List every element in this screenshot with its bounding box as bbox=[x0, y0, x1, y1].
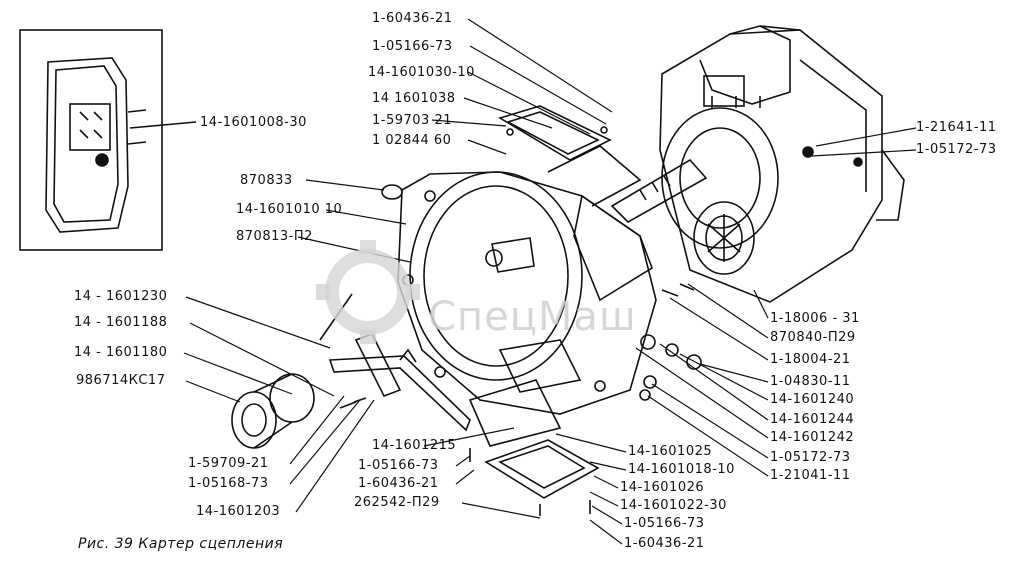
release-fork-drawing bbox=[328, 332, 471, 432]
label-14-1601038: 14 1601038 bbox=[372, 91, 456, 106]
label-986714ks17: 986714КС17 bbox=[76, 373, 166, 388]
label-14-1601008-30: 14-1601008-30 bbox=[200, 115, 307, 130]
label-1-04830-11: 1-04830-11 bbox=[770, 374, 851, 389]
label-14-1601244: 14-1601244 bbox=[770, 412, 855, 427]
inset-housing-drawing bbox=[45, 57, 147, 233]
label-14-1601025: 14-1601025 bbox=[628, 444, 713, 459]
leader-inset bbox=[129, 121, 197, 129]
label-1-59703-21: 1-59703 21 bbox=[372, 113, 452, 128]
label-1-18006-31: 1-18006 - 31 bbox=[770, 311, 860, 326]
label-14-1601230: 14 - 1601230 bbox=[74, 289, 168, 304]
label-1-59709-21: 1-59709-21 bbox=[188, 456, 269, 471]
label-14-1601240: 14-1601240 bbox=[770, 392, 855, 407]
label-1-05172-73-top: 1-05172-73 bbox=[916, 142, 997, 157]
release-bearing-drawing bbox=[231, 373, 315, 449]
inset-frame bbox=[19, 29, 163, 251]
label-14-1601203: 14-1601203 bbox=[196, 504, 281, 519]
label-1-60436-21: 1-60436-21 bbox=[372, 11, 453, 26]
label-14-1601180: 14 - 1601180 bbox=[74, 345, 168, 360]
label-870813-p2: 870813-П2 bbox=[236, 229, 313, 244]
label-14-1601030-10: 14-1601030-10 bbox=[368, 65, 475, 80]
label-14-1601018-10: 14-1601018-10 bbox=[628, 462, 735, 477]
gearbox-drawing bbox=[659, 25, 905, 303]
label-262542-p29: 262542-П29 bbox=[354, 495, 440, 510]
label-1-05166-73: 1-05166-73 bbox=[372, 39, 453, 54]
label-14-1601026: 14-1601026 bbox=[620, 480, 705, 495]
label-1-02844-60: 1 02844 60 bbox=[372, 133, 452, 148]
watermark-gear-icon bbox=[325, 249, 411, 335]
label-1-60436-21-mid: 1-60436-21 bbox=[358, 476, 439, 491]
label-1-05172-73-bottom: 1-05172-73 bbox=[770, 450, 851, 465]
label-1-05168-73: 1-05168-73 bbox=[188, 476, 269, 491]
label-1-05166-73-bottom: 1-05166-73 bbox=[624, 516, 705, 531]
watermark-text: СпецМаш bbox=[428, 294, 637, 340]
figure-caption: Рис. 39 Картер сцепления bbox=[78, 536, 284, 552]
label-1-05166-73-mid: 1-05166-73 bbox=[358, 458, 439, 473]
clutch-housing-drawing bbox=[397, 145, 657, 415]
label-14-1601188: 14 - 1601188 bbox=[74, 315, 168, 330]
leader-lines bbox=[183, 18, 917, 545]
seal-ring bbox=[381, 184, 403, 200]
label-1-21041-11: 1-21041-11 bbox=[770, 468, 851, 483]
input-shaft-drawing bbox=[610, 158, 708, 223]
top-cover-drawing bbox=[498, 105, 612, 161]
label-870840-p29: 870840-П29 bbox=[770, 330, 856, 345]
watermark-gear-teeth bbox=[316, 240, 420, 344]
label-14-1601010-10: 14-1601010 10 bbox=[236, 202, 343, 217]
label-1-21641-11: 1-21641-11 bbox=[916, 120, 997, 135]
label-14-1601242: 14-1601242 bbox=[770, 430, 855, 445]
label-14-1601215: 14-1601215 bbox=[372, 438, 457, 453]
label-1-18004-21: 1-18004-21 bbox=[770, 352, 851, 367]
label-870833: 870833 bbox=[240, 173, 293, 188]
label-1-60436-21-bottom: 1-60436-21 bbox=[624, 536, 705, 551]
bottom-cover-drawing bbox=[468, 379, 600, 499]
label-14-1601022-30: 14-1601022-30 bbox=[620, 498, 727, 513]
